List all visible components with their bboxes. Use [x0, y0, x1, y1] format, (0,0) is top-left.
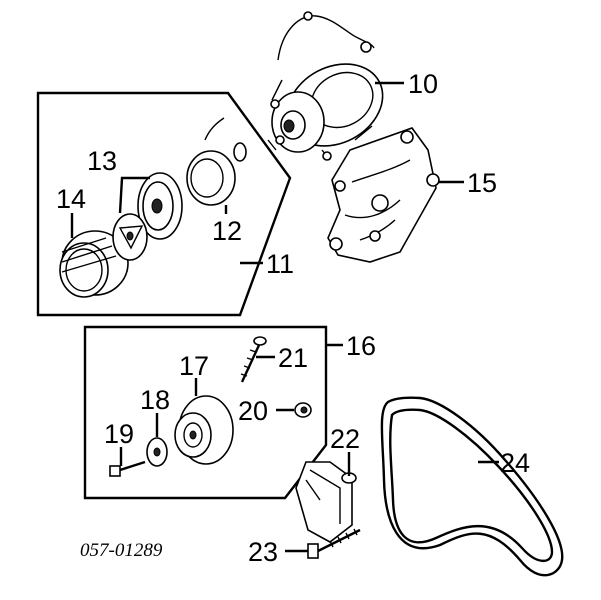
diagram-code: 057-01289 — [80, 540, 163, 561]
clutch-pulley — [59, 230, 129, 298]
callout-13: 13 — [87, 146, 117, 176]
callout-20: 20 — [238, 396, 268, 426]
callout-18: 18 — [140, 385, 170, 415]
idler-pulley — [174, 395, 234, 465]
clutch-group-frame — [36, 91, 292, 317]
washer — [146, 437, 168, 467]
leader-13 — [118, 176, 150, 214]
callout-10: 10 — [408, 69, 438, 99]
callout-12: 12 — [212, 216, 242, 246]
tensioner-body — [295, 461, 357, 543]
callout-11: 11 — [266, 249, 294, 279]
small-bolt — [109, 460, 146, 477]
callout-23: 23 — [248, 537, 278, 567]
callout-16: 16 — [346, 331, 376, 361]
callout-17: 17 — [179, 351, 209, 381]
callout-22: 22 — [330, 424, 360, 454]
clutch-hub — [112, 172, 183, 261]
compressor — [267, 11, 384, 161]
drive-belt — [380, 396, 564, 577]
callout-15: 15 — [467, 168, 497, 198]
callout-19: 19 — [104, 419, 134, 449]
tensioner-bolt — [240, 336, 267, 383]
nut — [294, 402, 312, 418]
callout-21: 21 — [278, 343, 308, 373]
callout-24: 24 — [500, 448, 530, 478]
field-coil — [186, 117, 247, 206]
mounting-bracket — [327, 127, 440, 263]
callout-14: 14 — [56, 184, 86, 214]
